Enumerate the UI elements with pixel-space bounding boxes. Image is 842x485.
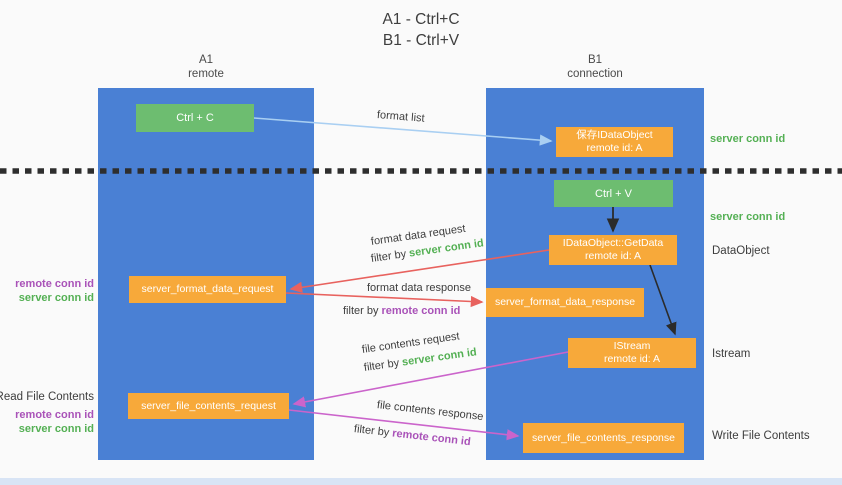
format-data-response-arrow xyxy=(285,292,484,308)
lifeline-a1-role: remote xyxy=(188,68,224,80)
filter-by-text: filter by xyxy=(353,423,393,440)
lifeline-header-b1: B1 connection xyxy=(486,53,704,81)
getdata-line1: IDataObject::GetData xyxy=(562,237,664,249)
getdata-node: IDataObject::GetData remote id: A xyxy=(549,235,677,265)
filter-by-text: filter by xyxy=(363,356,403,374)
diagram-title: A1 - Ctrl+C B1 - Ctrl+V xyxy=(300,9,542,51)
server-format-data-response-label: server_format_data_response xyxy=(494,296,636,308)
remote-conn-id-text: remote conn id xyxy=(381,305,461,317)
save-dataobject-node: 保存IDataObject remote id: A xyxy=(556,127,673,157)
save-dataobject-line1: 保存IDataObject xyxy=(576,129,653,141)
ctrl-v-label: Ctrl + V xyxy=(595,187,632,200)
title-line-1: A1 - Ctrl+C xyxy=(382,11,460,28)
getdata-line2: remote id: A xyxy=(584,250,642,262)
save-dataobject-line2: remote id: A xyxy=(586,142,643,154)
server-format-data-request-label: server_format_data_request xyxy=(141,283,274,295)
filter-by-text: filter by xyxy=(370,247,410,265)
left-remote-conn-id-2: remote conn id xyxy=(15,409,94,421)
server-format-data-response-node: server_format_data_response xyxy=(486,288,644,317)
left-remote-conn-id-1: remote conn id xyxy=(15,278,94,290)
format-data-response-arrow-label: format data response xyxy=(367,282,471,294)
filter-by-text: filter by xyxy=(343,305,382,317)
title-line-2: B1 - Ctrl+V xyxy=(382,32,460,49)
format-list-arrow-label: format list xyxy=(376,109,426,125)
ctrl-c-node: Ctrl + C xyxy=(136,104,254,132)
istream-line2: remote id: A xyxy=(603,353,661,365)
format-data-response-filter-label: filter by remote conn id xyxy=(343,305,460,317)
ctrl-c-label: Ctrl + C xyxy=(176,112,214,124)
istream-node: IStream remote id: A xyxy=(568,338,696,368)
left-server-conn-id-2: server conn id xyxy=(18,423,94,435)
bottom-edge-strip xyxy=(0,478,842,485)
server-file-contents-request-node: server_file_contents_request xyxy=(128,393,289,419)
right-server-conn-id-2: server conn id xyxy=(710,211,786,223)
write-file-contents-label: Write File Contents xyxy=(712,430,810,442)
remote-conn-id-text: remote conn id xyxy=(391,427,472,449)
istream-line1: IStream xyxy=(613,340,651,352)
lifeline-b1-id: B1 xyxy=(587,54,603,66)
server-file-contents-response-label: server_file_contents_response xyxy=(531,431,675,444)
lifeline-header-a1: A1 remote xyxy=(98,53,314,81)
file-contents-response-filter-label: filter by remote conn id xyxy=(353,423,471,448)
right-server-conn-id-1: server conn id xyxy=(710,133,786,145)
server-file-contents-request-label: server_file_contents_request xyxy=(141,399,276,412)
lifeline-a1-id: A1 xyxy=(198,54,214,66)
server-file-contents-response-node: server_file_contents_response xyxy=(523,423,684,453)
lifeline-b1-role: connection xyxy=(567,68,623,80)
server-conn-id-text: server conn id xyxy=(401,346,478,369)
file-contents-response-arrow-label: file contents response xyxy=(376,399,485,424)
left-server-conn-id-1: server conn id xyxy=(18,292,94,304)
server-format-data-request-node: server_format_data_request xyxy=(129,276,286,303)
dataobject-label: DataObject xyxy=(712,245,770,257)
read-file-contents-label: Read File Contents xyxy=(0,391,94,403)
ctrl-v-node: Ctrl + V xyxy=(554,180,673,207)
istream-side-label: Istream xyxy=(712,348,751,360)
